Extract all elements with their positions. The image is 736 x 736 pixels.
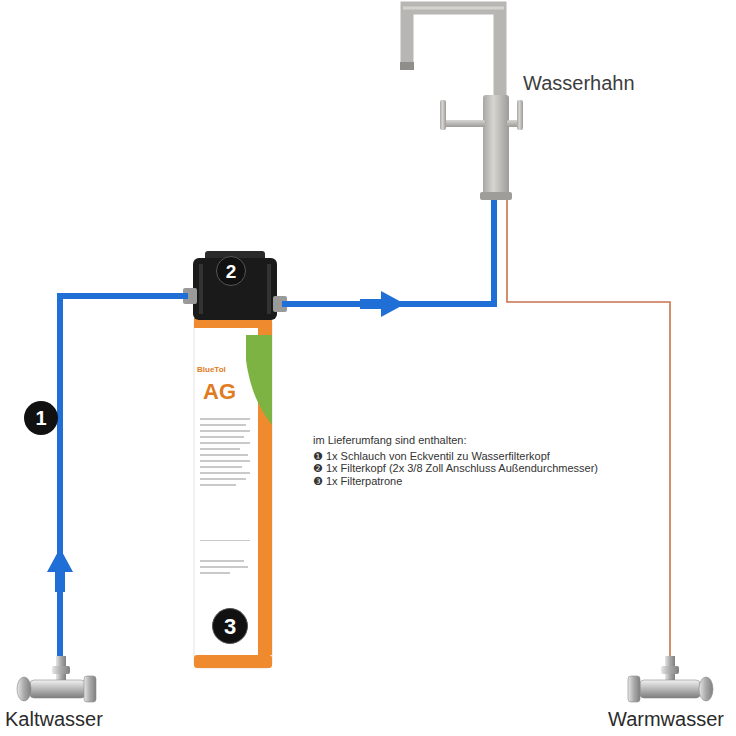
callout-number: 3 [212, 608, 248, 644]
cartridge-print [200, 418, 250, 574]
hose-group [282, 200, 494, 317]
cartridge-leaf [246, 335, 272, 425]
valve-body [30, 680, 85, 698]
faucet-lever [441, 120, 485, 127]
valve-knob [17, 677, 31, 701]
water-hose [282, 200, 494, 304]
faucet-spout [407, 8, 500, 100]
scope-note: ❸ 1x Filterpatrone [313, 475, 402, 488]
hose-group [507, 200, 670, 656]
faucet-handle [517, 100, 523, 130]
faucet-node: Wasserhahn [398, 0, 639, 200]
valve-node: Warmwasser [598, 656, 732, 734]
valve-nut [52, 666, 70, 674]
spout-highlight [403, 7, 504, 10]
cartridge-band [194, 655, 272, 668]
valve-knob [699, 677, 713, 701]
faucet-illustration [400, 8, 523, 200]
cold-valve-illustration [17, 656, 96, 702]
valve-flange [628, 676, 640, 702]
brand-text: BlueTol [197, 365, 226, 374]
node-label: Kaltwasser [5, 708, 103, 731]
faucet-base [480, 192, 512, 200]
faucet-handle [440, 100, 446, 130]
filter-head-rib [199, 264, 203, 314]
callout-number: 1 [24, 401, 58, 435]
valve-node: Kaltwasser [2, 656, 120, 734]
valve-nut [661, 666, 679, 674]
spout-outlet [400, 62, 414, 70]
model-text: AG [203, 379, 236, 404]
flow-arrow [360, 291, 405, 317]
filter-illustration [183, 251, 287, 668]
water-hose [507, 200, 670, 656]
scope-note: ❷ 1x Filterkopf (2x 3/8 Zoll Anschluss A… [313, 462, 598, 475]
water-hose [60, 296, 188, 656]
scope-note: ❶ 1x Schlauch von Eckventil zu Wasserfil… [313, 450, 550, 463]
filter-cartridge [194, 318, 272, 668]
node-label: Wasserhahn [523, 72, 635, 95]
scope-note: im Lieferumfang sind enthalten: [313, 434, 466, 447]
hose-group [47, 296, 188, 656]
faucet-body [483, 95, 509, 200]
hot-valve-illustration [628, 656, 713, 702]
filter-head-rib [267, 264, 271, 314]
node-label: Warmwasser [608, 708, 724, 731]
flow-arrow [47, 548, 73, 592]
valve-flange [84, 676, 96, 702]
callout-number: 2 [216, 256, 246, 286]
valve-body [640, 680, 700, 698]
